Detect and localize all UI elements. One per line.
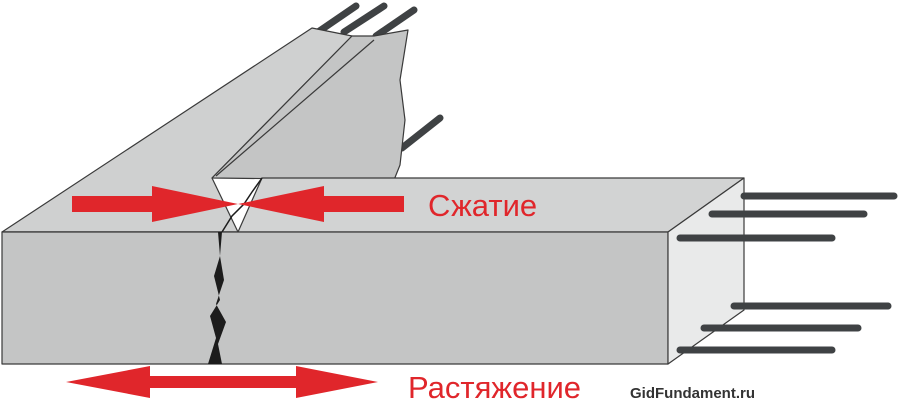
inclined-beam-front-face xyxy=(211,29,409,181)
rebar-top-3 xyxy=(372,6,418,40)
horizontal-beam-end-face xyxy=(667,177,745,365)
rebar-top-4 xyxy=(398,114,444,152)
compression-arrows xyxy=(72,186,404,222)
site-watermark: GidFundament.ru xyxy=(630,385,755,402)
horizontal-beam-front-face xyxy=(1,231,669,365)
tension-arrow xyxy=(66,366,378,398)
rebar-top-2 xyxy=(340,2,388,36)
inclined-beam xyxy=(1,27,409,233)
rebar-top-1 xyxy=(314,2,360,36)
compression-arrow-right xyxy=(238,186,404,222)
tension-crack xyxy=(208,232,226,364)
tension-label: Растяжение xyxy=(408,370,581,402)
horizontal-beam xyxy=(1,177,745,365)
inclined-beam-groove xyxy=(215,39,375,177)
top-rebars xyxy=(314,2,444,152)
compression-label: Сжатие xyxy=(428,188,537,223)
end-rebars xyxy=(676,192,898,354)
compression-arrow-left xyxy=(72,186,238,222)
